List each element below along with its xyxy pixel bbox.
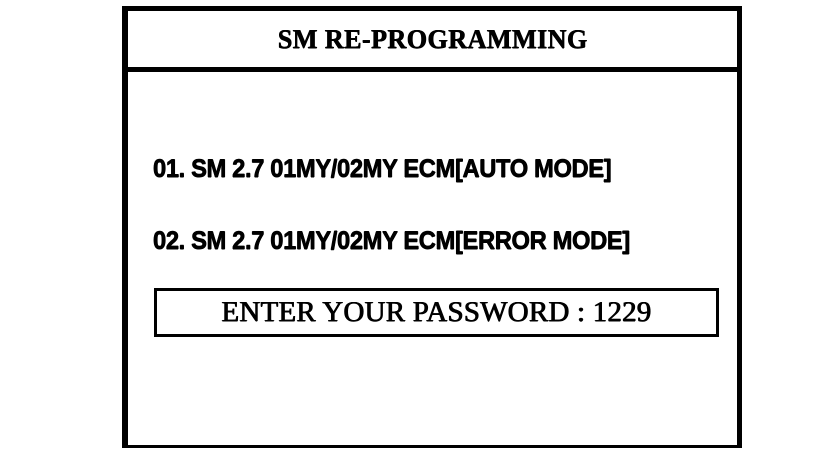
- password-prompt-text: ENTER YOUR PASSWORD : 1229: [221, 296, 652, 328]
- dialog-title-bar: SM RE-PROGRAMMING: [128, 11, 737, 72]
- menu-item-auto-mode[interactable]: 01. SM 2.7 01MY/02MY ECM[AUTO MODE]: [153, 155, 612, 183]
- dialog-body: 01. SM 2.7 01MY/02MY ECM[AUTO MODE] 02. …: [128, 72, 737, 445]
- reprogramming-dialog: SM RE-PROGRAMMING 01. SM 2.7 01MY/02MY E…: [122, 6, 742, 448]
- password-input[interactable]: ENTER YOUR PASSWORD : 1229: [154, 288, 719, 337]
- menu-item-error-mode[interactable]: 02. SM 2.7 01MY/02MY ECM[ERROR MODE]: [153, 227, 630, 255]
- page-title: SM RE-PROGRAMMING: [277, 23, 588, 54]
